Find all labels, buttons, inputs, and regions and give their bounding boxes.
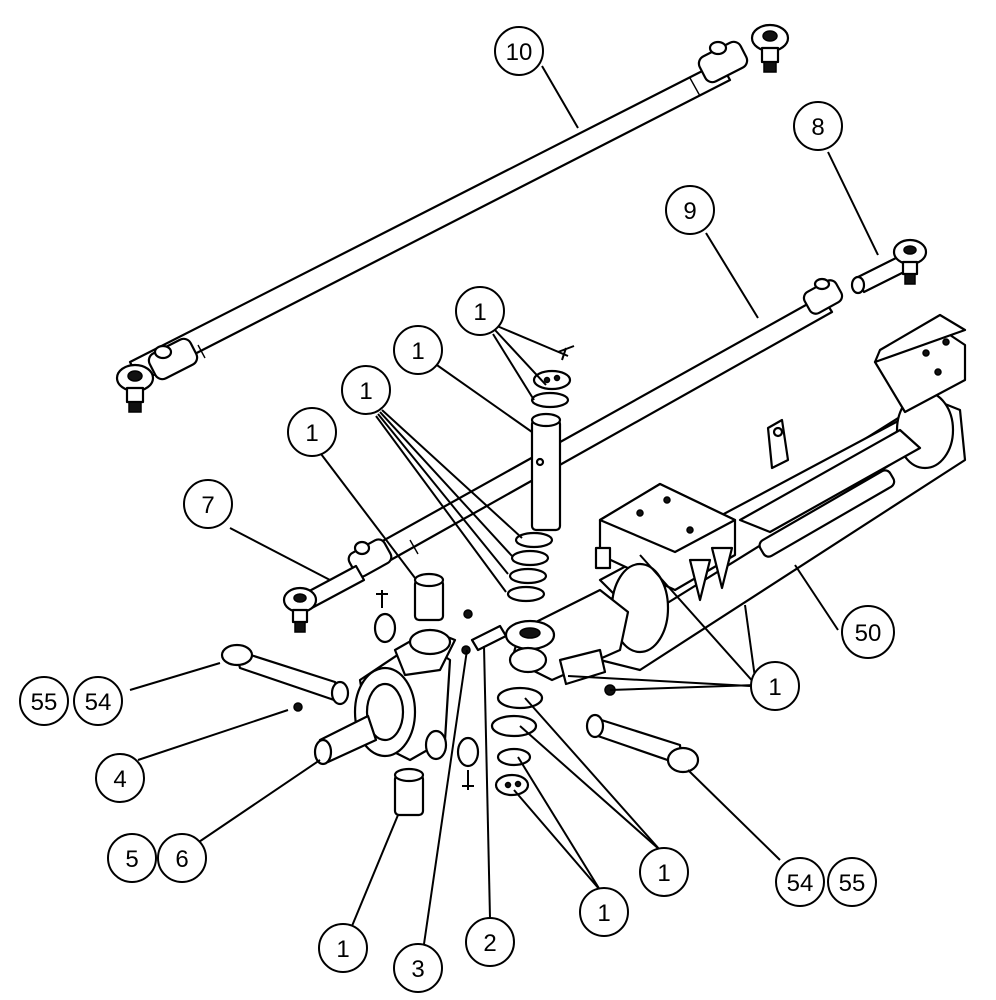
callout-1-bracket: 1	[750, 661, 800, 711]
callout-54-right: 54	[775, 857, 825, 907]
svg-text:55: 55	[31, 689, 58, 716]
callout-1-lower-right: 1	[639, 847, 689, 897]
king-pin-assembly	[506, 345, 575, 603]
svg-text:6: 6	[175, 846, 188, 873]
callout-2: 2	[465, 917, 515, 967]
svg-text:3: 3	[411, 956, 424, 983]
steering-knuckle	[293, 572, 508, 817]
callout-4: 4	[95, 753, 145, 803]
tie-rod-9	[347, 277, 844, 578]
steering-arm-right	[585, 713, 700, 774]
tie-rod-end-7	[282, 564, 366, 633]
svg-text:10: 10	[506, 39, 533, 66]
callout-10: 10	[494, 26, 544, 76]
callout-1-bottom-bushing: 1	[318, 923, 368, 973]
callout-1-lower-cap: 1	[579, 887, 629, 937]
callout-5: 5	[107, 833, 157, 883]
callout-55-left: 55	[19, 676, 69, 726]
svg-text:7: 7	[201, 492, 214, 519]
svg-text:1: 1	[473, 299, 486, 326]
svg-text:1: 1	[411, 338, 424, 365]
lower-washers	[490, 686, 544, 797]
callout-50: 50	[841, 605, 895, 659]
leader-lines	[129, 65, 879, 945]
svg-text:1: 1	[768, 674, 781, 701]
steering-arm-left	[220, 643, 350, 706]
tie-rod-end-8	[850, 238, 928, 295]
callout-8: 8	[793, 101, 843, 151]
svg-text:1: 1	[657, 860, 670, 887]
svg-text:1: 1	[597, 900, 610, 927]
callout-6: 6	[157, 833, 207, 883]
callout-55-right: 55	[827, 857, 877, 907]
svg-text:1: 1	[305, 420, 318, 447]
callout-1-top-bolt: 1	[455, 286, 505, 336]
callout-1-bushing: 1	[287, 407, 337, 457]
callout-1-king-pin: 1	[393, 325, 443, 375]
svg-text:1: 1	[336, 936, 349, 963]
svg-text:50: 50	[855, 620, 882, 647]
svg-text:4: 4	[113, 766, 126, 793]
svg-text:9: 9	[683, 198, 696, 225]
svg-text:54: 54	[85, 689, 112, 716]
svg-text:55: 55	[839, 870, 866, 897]
callout-3: 3	[393, 943, 443, 993]
svg-text:8: 8	[811, 114, 824, 141]
axle-beam-50	[504, 313, 967, 696]
callout-7: 7	[183, 479, 233, 529]
svg-text:5: 5	[125, 846, 138, 873]
callout-9: 9	[665, 185, 715, 235]
svg-text:2: 2	[483, 930, 496, 957]
callout-1-shims: 1	[341, 365, 391, 415]
tie-rod-10	[115, 23, 790, 413]
svg-text:54: 54	[787, 870, 814, 897]
svg-text:1: 1	[359, 378, 372, 405]
callout-54-left: 54	[73, 676, 123, 726]
